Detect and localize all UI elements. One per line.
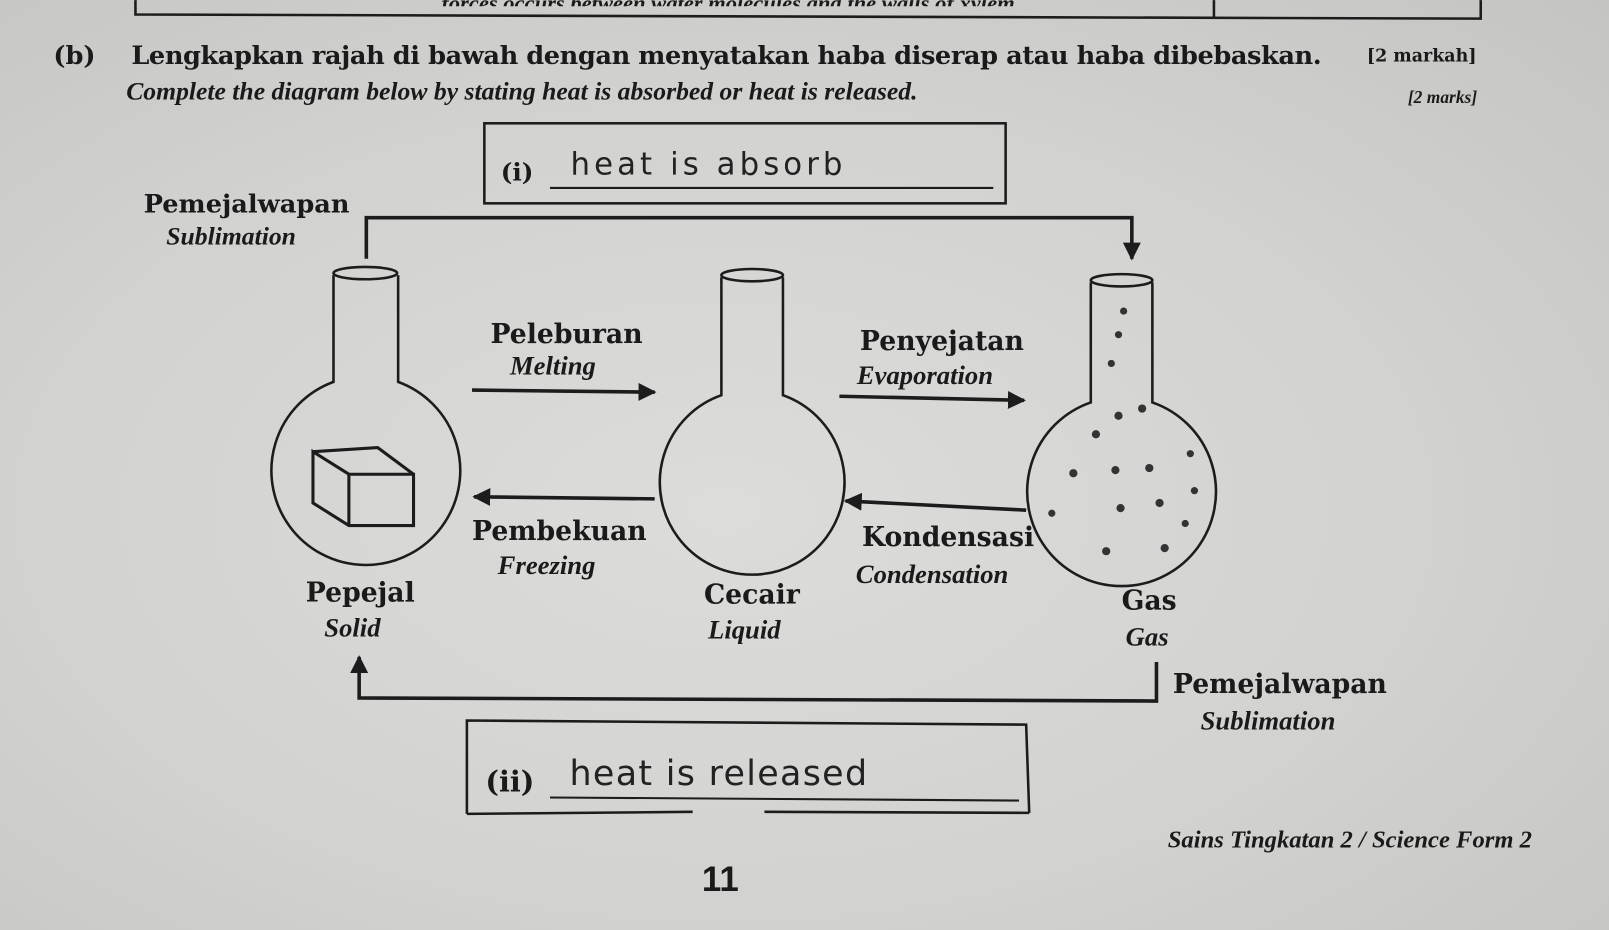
- melting-arrow: [472, 382, 657, 401]
- solid-label-en: Solid: [324, 612, 381, 642]
- liquid-label-ms: Cecair: [704, 580, 801, 611]
- gas-label-ms: Gas: [1122, 586, 1177, 617]
- subject-footer: Sains Tingkatan 2 / Science Form 2: [1168, 827, 1532, 854]
- question-label: (b): [53, 41, 95, 71]
- sublimation-bottom-en: Sublimation: [1201, 706, 1336, 736]
- freezing-label-en: Freezing: [497, 550, 596, 580]
- gas-flask: [1025, 272, 1218, 588]
- sublimation-top-ms: Pemejalwapan: [144, 190, 350, 220]
- answer-label-i: (i): [501, 158, 534, 187]
- handwritten-answer-ii: heat is released: [570, 754, 868, 794]
- answer-box-ii[interactable]: (ii) heat is released: [465, 719, 1031, 816]
- previous-question-table: forces occurs between water molecules an…: [134, 0, 1483, 20]
- freezing-arrow: [472, 488, 655, 506]
- solid-label-ms: Pepejal: [306, 577, 415, 608]
- gas-label-en: Gas: [1126, 622, 1169, 652]
- marks-english: [2 marks]: [1408, 87, 1477, 107]
- sublimation-top-en: Sublimation: [166, 221, 296, 250]
- liquid-flask: [658, 267, 846, 576]
- handwritten-answer-i: heat is absorb: [571, 147, 843, 183]
- sublimation-bottom-ms: Pemejalwapan: [1173, 669, 1387, 700]
- cutoff-text: forces occurs between water molecules an…: [441, 0, 1020, 15]
- solid-cube-icon: [311, 445, 416, 528]
- freezing-label-ms: Pembekuan: [472, 516, 647, 547]
- instruction-malay: Lengkapkan rajah di bawah dengan menyata…: [131, 41, 1321, 71]
- melting-label-ms: Peleburan: [490, 319, 642, 350]
- gas-particles: [1048, 307, 1199, 556]
- marks-malay: [2 markah]: [1367, 47, 1477, 67]
- melting-label-en: Melting: [509, 351, 596, 381]
- sublimation-top-arrow: [364, 215, 1141, 261]
- liquid-label-en: Liquid: [707, 614, 781, 644]
- condensation-arrow: [843, 492, 1027, 512]
- sublimation-bottom-arrow: [350, 655, 1159, 703]
- evaporation-label-ms: Penyejatan: [860, 326, 1024, 357]
- evaporation-label-en: Evaporation: [856, 360, 993, 390]
- answer-box-i[interactable]: (i) heat is absorb: [483, 122, 1007, 205]
- condensation-label-ms: Kondensasi: [862, 522, 1034, 553]
- instruction-english: Complete the diagram below by stating he…: [126, 77, 917, 106]
- page-number: 11: [702, 860, 739, 899]
- evaporation-arrow: [839, 391, 1026, 409]
- answer-label-ii: (ii): [485, 764, 534, 798]
- condensation-label-en: Condensation: [856, 559, 1009, 589]
- solid-flask: [270, 265, 462, 567]
